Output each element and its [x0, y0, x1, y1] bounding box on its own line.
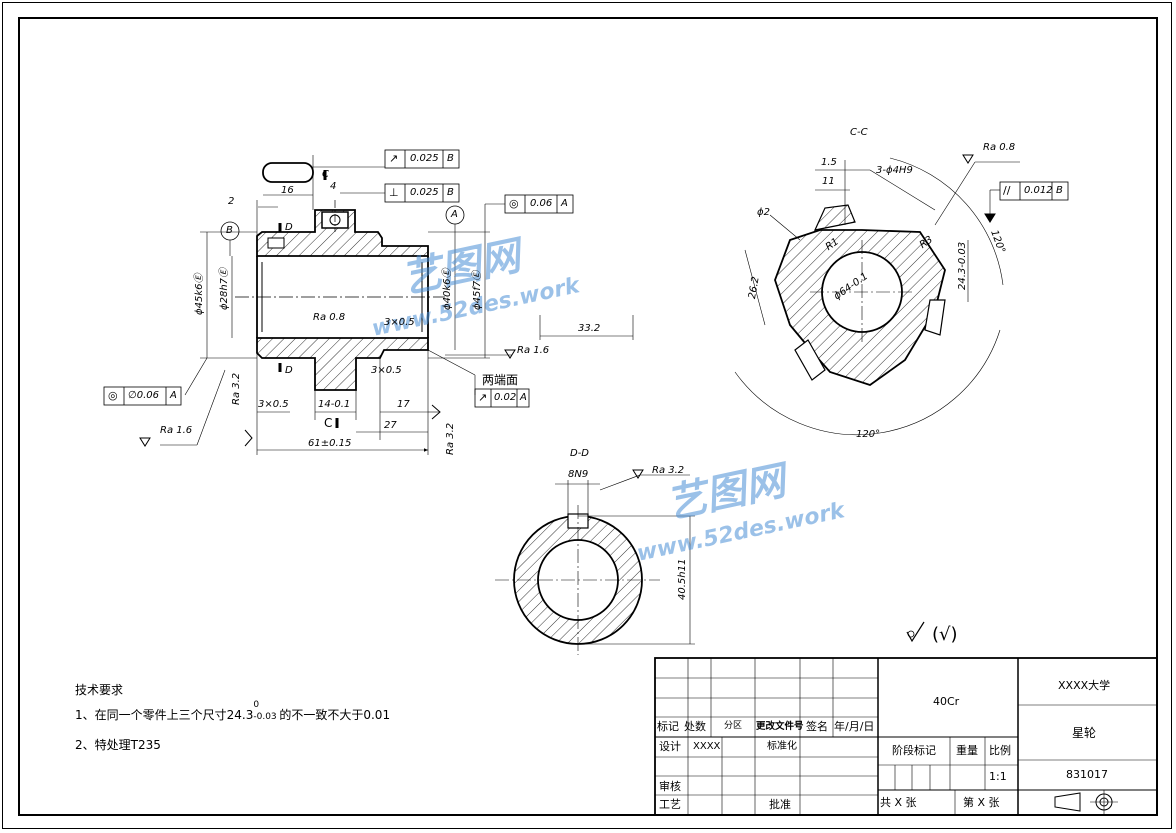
tb-school: XXXX大学 — [1058, 679, 1111, 692]
dim-2: 2 — [228, 196, 235, 207]
dim-phi40k6: ϕ40k6Ⓔ — [442, 268, 453, 310]
dim-phi45k6: ϕ45k6Ⓔ — [194, 273, 205, 315]
tb-design-label: 设计 — [659, 740, 681, 753]
dim-27: 27 — [384, 420, 397, 431]
dim-phi28h7: ϕ28h7Ⓔ — [219, 267, 230, 310]
roughness-note: (√) — [932, 624, 958, 645]
tol5-symbol: ↗ — [478, 391, 488, 404]
tol6-symbol: // — [1003, 184, 1011, 197]
tol5-value: 0.02 — [494, 392, 517, 403]
title-block-grid — [654, 657, 1158, 816]
cut-c-upper: C — [322, 169, 329, 180]
drawing-border — [18, 17, 1158, 816]
two-ends-note: 两端面 — [482, 373, 519, 387]
tb-sheet-no: 第 X 张 — [963, 796, 1000, 809]
dim-14: 14-0.1 — [318, 399, 351, 410]
tol2-datum: B — [447, 187, 454, 198]
tol3-value: 0.06 — [530, 198, 553, 209]
roughness-general-symbol — [906, 621, 925, 643]
tb-standardize-label: 标准化 — [767, 741, 797, 752]
dim-40-5: 40.5h11 — [677, 558, 688, 600]
dim-61: 61±0.15 — [308, 438, 352, 449]
tol3-symbol: ◎ — [509, 197, 519, 210]
tb-col-date: 年/月/日 — [834, 720, 875, 733]
angle-120-bottom: 120° — [856, 429, 881, 440]
tol3-datum: A — [561, 198, 568, 209]
tb-col-sign: 签名 — [806, 720, 828, 733]
tb-designer: XXXX — [693, 741, 721, 752]
datum-b-label: B — [226, 225, 233, 236]
roughness-ra08-main: Ra 0.8 — [313, 312, 346, 323]
dim-3x05-inner: 3×0.5 — [384, 317, 415, 328]
roughness-ra08-cc: Ra 0.8 — [983, 142, 1016, 153]
cut-d-upper: D — [285, 222, 293, 233]
dim-33-2: 33.2 — [578, 323, 601, 334]
tb-col-zone: 分区 — [724, 721, 743, 731]
dim-3x05-left: 3×0.5 — [258, 399, 289, 410]
tol1-symbol: ↗ — [389, 152, 399, 165]
tech-req-line1-suffix: 的不一致不大于0.01 — [279, 708, 391, 722]
dim-16: 16 — [281, 185, 294, 196]
roughness-ra32-right: Ra 3.2 — [445, 422, 456, 455]
dim-8n9: 8N9 — [568, 469, 589, 480]
tb-part-name: 星轮 — [1072, 726, 1097, 740]
dim-1-5: 1.5 — [821, 157, 837, 168]
tb-drawing-no: 831017 — [1066, 768, 1108, 781]
tol2-symbol: ⊥ — [389, 186, 399, 199]
tb-col-change-doc: 更改文件号 — [756, 721, 804, 732]
dim-4: 4 — [330, 181, 337, 192]
section-cc-title: C-C — [850, 127, 868, 138]
dim-holes: 3-ϕ4H9 — [876, 165, 913, 176]
tol2-value: 0.025 — [410, 187, 439, 198]
tb-review-label: 审核 — [659, 780, 681, 793]
tol6-value: 0.012 — [1024, 185, 1053, 196]
tb-approve-label: 批准 — [769, 798, 791, 811]
dim-phi45f7: ϕ45f7Ⓔ — [472, 270, 483, 310]
tech-req-line2: 2、特处理T235 — [75, 738, 161, 752]
tol4-symbol: ◎ — [108, 389, 118, 402]
dim-24-3: 24.3-0.03 — [957, 241, 968, 290]
dim-17: 17 — [397, 399, 410, 410]
datum-a-label: A — [451, 209, 458, 220]
dim-11: 11 — [822, 176, 835, 187]
section-dd-title: D-D — [570, 448, 590, 459]
roughness-ra32-left: Ra 3.2 — [231, 372, 242, 405]
cut-c-lower: C — [324, 416, 333, 430]
tb-scale-label: 比例 — [989, 744, 1011, 757]
tb-stage-label: 阶段标记 — [892, 744, 936, 757]
tb-material: 40Cr — [933, 695, 960, 708]
tb-scale: 1:1 — [989, 770, 1007, 783]
lower-wall — [256, 337, 429, 391]
tech-req-line1-prefix: 1、在同一个零件上三个尺寸24.3 — [75, 708, 254, 722]
tol6-datum: B — [1056, 185, 1063, 196]
section-dd-view — [495, 469, 695, 655]
tol1-datum: B — [447, 153, 454, 164]
roughness-ra32-dd: Ra 3.2 — [652, 465, 685, 476]
tb-total-sheets: 共 X 张 — [880, 796, 917, 809]
tol1-value: 0.025 — [410, 153, 439, 164]
roughness-ra16-left: Ra 1.6 — [160, 425, 193, 436]
tech-req-line1-sup: 0 — [253, 700, 260, 710]
tech-req-line1-sub: -0.03 — [253, 712, 277, 722]
keyway-top-view — [262, 162, 314, 183]
cut-d-lower: D — [285, 365, 293, 376]
tb-col-mark: 标记 — [657, 720, 679, 733]
dim-phi2: ϕ2 — [757, 207, 770, 218]
tol4-datum: A — [170, 390, 177, 401]
roughness-ra16-right: Ra 1.6 — [517, 345, 550, 356]
tol5-datum: A — [520, 392, 527, 403]
tb-process-label: 工艺 — [659, 798, 681, 811]
section-cc-view — [734, 154, 1020, 436]
tb-col-count: 处数 — [684, 720, 706, 733]
tb-weight-label: 重量 — [956, 744, 978, 757]
tol4-value: ∅0.06 — [128, 390, 159, 401]
tolerance-frames — [103, 149, 1069, 408]
dim-3x05-groove: 3×0.5 — [371, 365, 402, 376]
main-section-view — [139, 155, 634, 455]
tech-req-title: 技术要求 — [75, 683, 124, 697]
